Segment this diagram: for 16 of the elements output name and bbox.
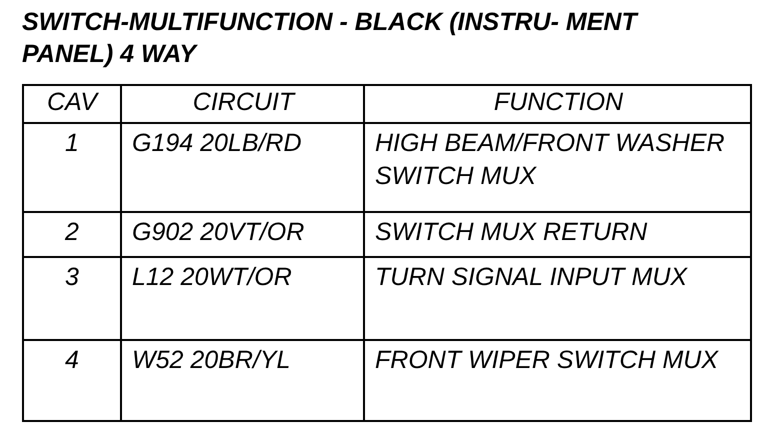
table-cell: L12 20WT/OR <box>121 257 364 340</box>
table-cell: W52 20BR/YL <box>121 340 364 421</box>
table-cell: 2 <box>23 212 121 257</box>
table-cell: SWITCH MUX RETURN <box>364 212 751 257</box>
table-cell: FRONT WIPER SWITCH MUX <box>364 340 751 421</box>
table-title: SWITCH-MULTIFUNCTION - BLACK (INSTRU- MENT PANEL) 4 WAY <box>22 7 640 70</box>
table-cell: HIGH BEAM/FRONT WASHER SWITCH MUX <box>364 123 751 212</box>
table-cell: TURN SIGNAL INPUT MUX <box>364 257 751 340</box>
column-header: FUNCTION <box>364 85 751 123</box>
table-cell: G194 20LB/RD <box>121 123 364 212</box>
table-cell: 3 <box>23 257 121 340</box>
table-cell: G902 20VT/OR <box>121 212 364 257</box>
column-header: CAV <box>23 85 121 123</box>
table-cell: 4 <box>23 340 121 421</box>
column-header: CIRCUIT <box>121 85 364 123</box>
table-cell: 1 <box>23 123 121 212</box>
